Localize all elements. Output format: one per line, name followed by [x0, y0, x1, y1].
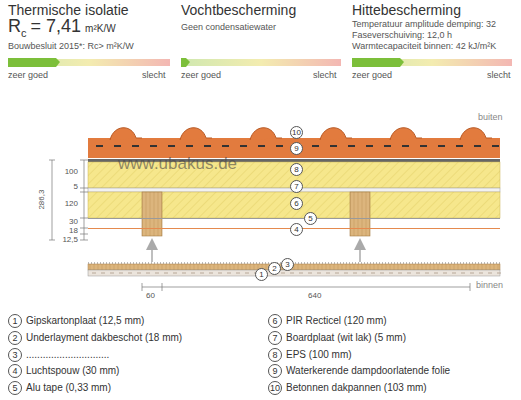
legend-number: 9: [268, 364, 282, 378]
scale-label: zeer goed: [8, 70, 48, 80]
value-symbol: R: [8, 16, 21, 37]
value-number: = 7,41: [31, 16, 82, 37]
dimension-label: 30: [69, 217, 78, 226]
callout-number: 7: [290, 180, 303, 193]
requirement-note: Bouwbesluit 2015*: Rc> m²K/W: [8, 41, 134, 51]
scale-label: zeer goed: [352, 70, 392, 80]
scale-label: zeer goed: [181, 70, 221, 80]
dimension-label: 120: [65, 199, 78, 208]
legend-number: 1: [8, 314, 22, 328]
watermark: www.ubakus.de: [118, 154, 237, 174]
legend-number: 3: [8, 348, 22, 362]
scale-label: slecht: [487, 70, 511, 80]
dimension-label: 286,3: [37, 190, 46, 210]
legend-number: 4: [8, 364, 22, 378]
dimension-label: 5: [74, 182, 78, 191]
legend-text: Luchtspouw (30 mm): [26, 365, 119, 377]
callout-number: 1: [255, 268, 268, 281]
legend-text: Alu tape (0,33 mm): [26, 382, 111, 394]
section-title: Vochtbescherming: [181, 2, 296, 18]
callout-number: 3: [281, 258, 294, 271]
callout-number: 9: [290, 142, 303, 155]
scale-label: slecht: [142, 70, 166, 80]
result-note: Warmtecapaciteit binnen: 42 kJ/m²K: [352, 41, 496, 51]
legend-text: Gipskartonplaat (12,5 mm): [26, 315, 144, 327]
value-subscript: c: [21, 27, 27, 40]
section-title: Thermische isolatie: [8, 2, 129, 18]
callout-number: 6: [290, 197, 303, 210]
callout-number: 5: [304, 212, 317, 225]
callout-number: 4: [290, 223, 303, 236]
legend-number: 10: [268, 381, 282, 395]
dimension-label: 18: [69, 226, 78, 235]
legend-text: PIR Recticel (120 mm): [286, 315, 387, 327]
legend-text: Boardplaat (wit lak) (5 mm): [286, 332, 406, 344]
value-unit: m²K/W: [85, 23, 116, 35]
legend-text: ..............................: [26, 349, 109, 361]
legend-text: Waterkerende dampdoorlatende folie: [286, 365, 450, 377]
legend-text: Betonnen dakpannen (103 mm): [286, 382, 427, 394]
legend-number: 5: [8, 381, 22, 395]
result-note: Faseverschuiving: 12,0 h: [352, 30, 452, 40]
result-note: Geen condensatiewater: [181, 22, 276, 32]
legend-number: 7: [268, 331, 282, 345]
dimension-label: 100: [65, 167, 78, 176]
scale-label: slecht: [313, 70, 337, 80]
callout-number: 2: [268, 262, 281, 275]
side-label: binnen: [476, 280, 503, 290]
result-note: Temperatuur amplitude demping: 32: [352, 19, 496, 29]
callout-number: 8: [290, 163, 303, 176]
dimension-label: 640: [308, 291, 321, 300]
legend-number: 6: [268, 314, 282, 328]
dimension-label: 12,5: [62, 235, 78, 244]
dimension-label: 60: [146, 291, 155, 300]
side-label: buiten: [478, 112, 503, 122]
legend-number: 8: [268, 348, 282, 362]
section-title: Hittebescherming: [352, 2, 461, 18]
legend-text: EPS (100 mm): [286, 349, 352, 361]
legend-number: 2: [8, 331, 22, 345]
legend-text: Underlayment dakbeschot (18 mm): [26, 332, 182, 344]
callout-number: 10: [290, 126, 303, 139]
